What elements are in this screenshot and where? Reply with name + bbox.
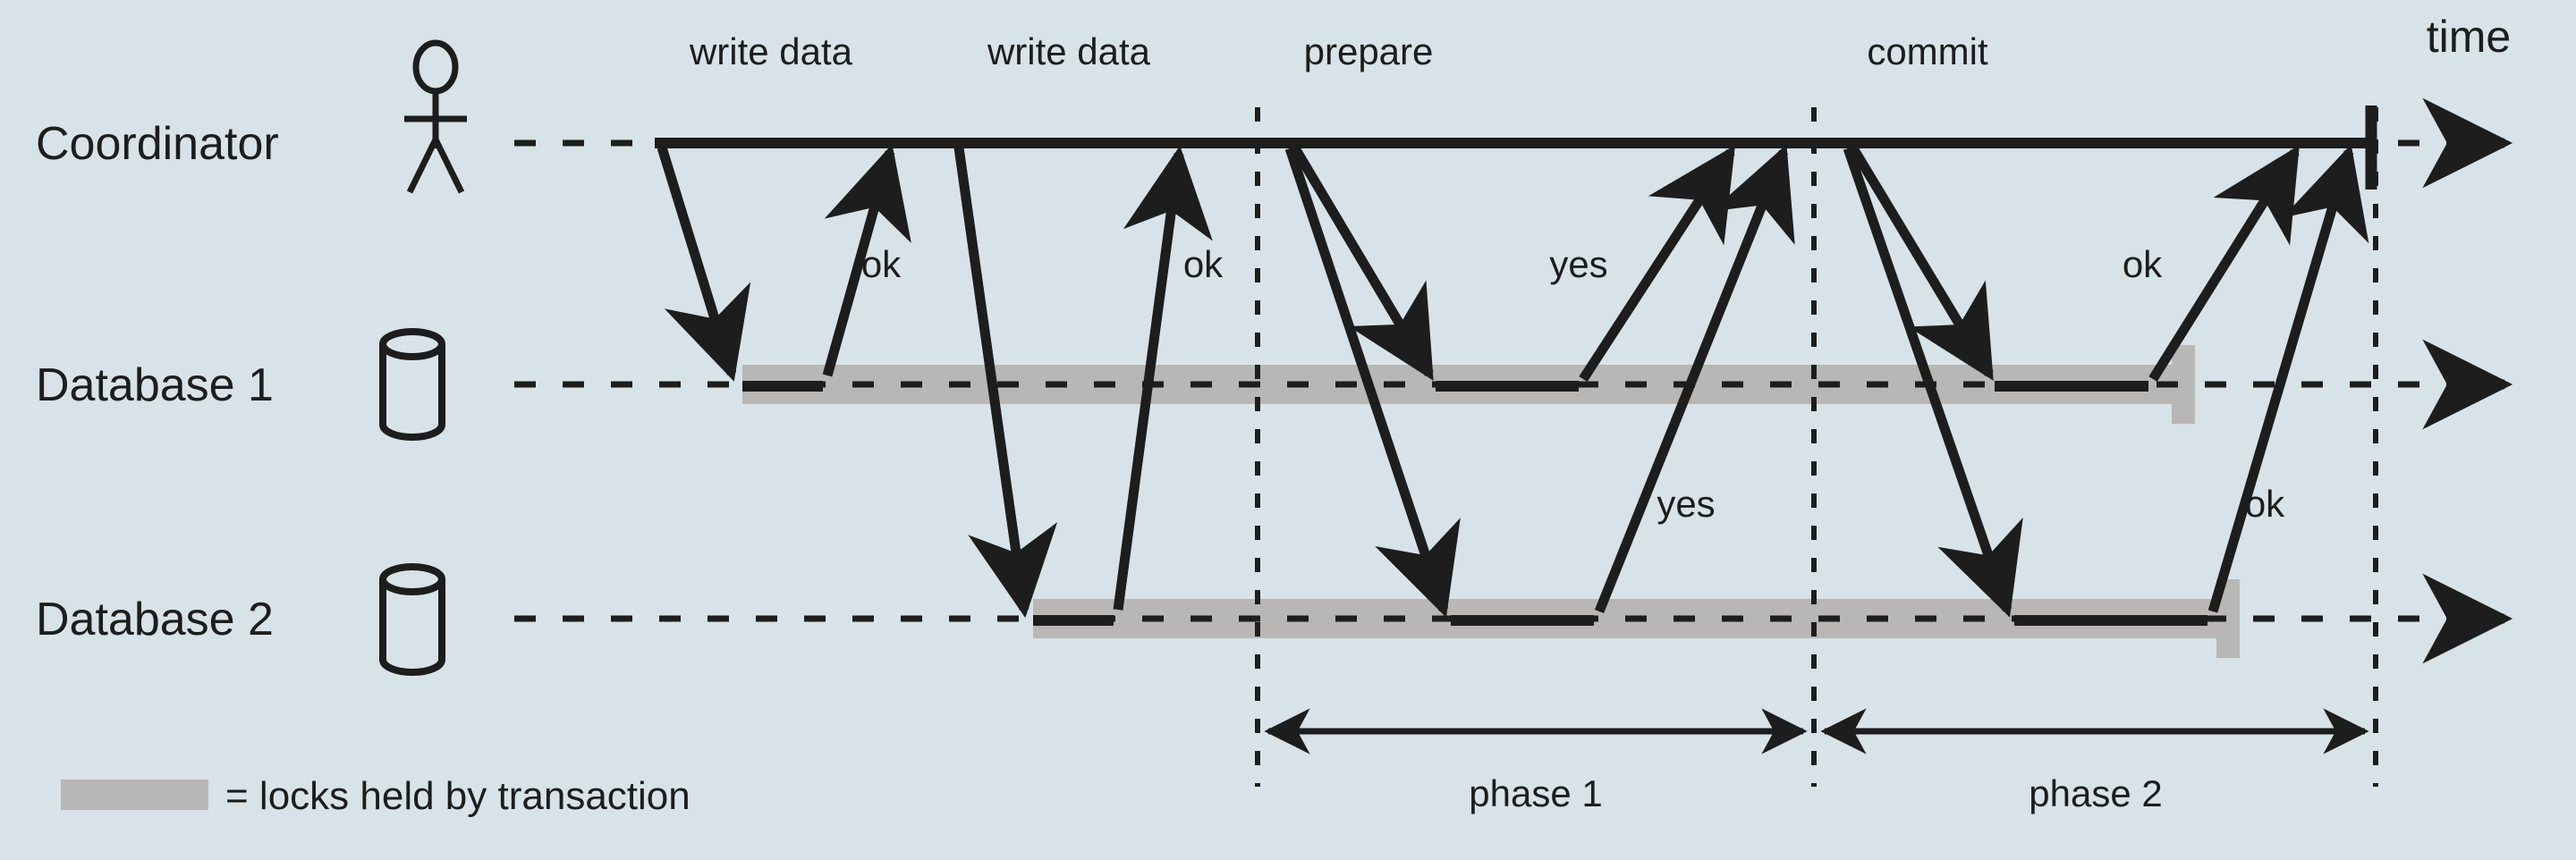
message-arrow-ok-final-db1 <box>2148 145 2300 382</box>
message-label-prepare: prepare <box>1304 30 1434 72</box>
message-arrow-prepare-db2 <box>1284 147 1461 618</box>
stick-figure-body-icon <box>404 91 467 194</box>
message-arrow-ok-db2 <box>1113 145 1213 611</box>
message-arrow-write-data-db2 <box>953 147 1058 619</box>
message-label-yes-db1: yes <box>1549 243 1607 285</box>
message-arrow-yes-db2 <box>1594 144 1795 614</box>
message-arrow-prepare-db1 <box>1291 146 1434 381</box>
message-arrow-ok-db1 <box>822 144 911 377</box>
activation-bars <box>655 105 2377 626</box>
message-label-ok-final-db2: ok <box>2245 483 2285 525</box>
database-cylinder-icon <box>379 579 445 676</box>
message-arrow-ok-final-db2 <box>2207 144 2369 613</box>
message-label-commit: commit <box>1867 30 1988 72</box>
database-cylinder-top-icon <box>379 563 445 595</box>
time-axis-label: time <box>2427 12 2511 62</box>
actor-icon-database-1 <box>379 328 445 441</box>
participant-label-coordinator: Coordinator <box>36 118 279 170</box>
actor-icon-database-2 <box>379 563 445 676</box>
phase-label-2: phase 2 <box>2029 772 2162 814</box>
message-arrow-commit-db2 <box>1843 147 2023 618</box>
actor-icon-coordinator <box>404 39 467 194</box>
message-label-yes-db2: yes <box>1657 483 1715 525</box>
phase-label-1: phase 1 <box>1469 772 1602 814</box>
database-cylinder-icon <box>379 344 445 441</box>
lock-bars <box>742 345 2240 658</box>
stick-figure-head-icon <box>412 39 459 95</box>
legend-lock-swatch <box>61 780 208 810</box>
message-label-ok-db2: ok <box>1183 243 1224 285</box>
message-arrow-yes-db1 <box>1579 145 1735 382</box>
message-label-ok-db1: ok <box>861 243 902 285</box>
message-label-write-data-db1: write data <box>689 30 853 72</box>
message-arrow-write-data-db1 <box>657 146 751 382</box>
participant-label-database-1: Database 1 <box>36 359 274 411</box>
message-label-write-data-db2: write data <box>987 30 1151 72</box>
phase-separators <box>1255 107 2378 787</box>
database-cylinder-top-icon <box>379 328 445 360</box>
message-arrow-commit-db1 <box>1849 146 1994 381</box>
participant-label-database-2: Database 2 <box>36 594 274 645</box>
message-label-ok-final-db1: ok <box>2123 243 2163 285</box>
legend-text: = locks held by transaction <box>225 774 691 818</box>
message-arrows <box>657 144 2369 619</box>
